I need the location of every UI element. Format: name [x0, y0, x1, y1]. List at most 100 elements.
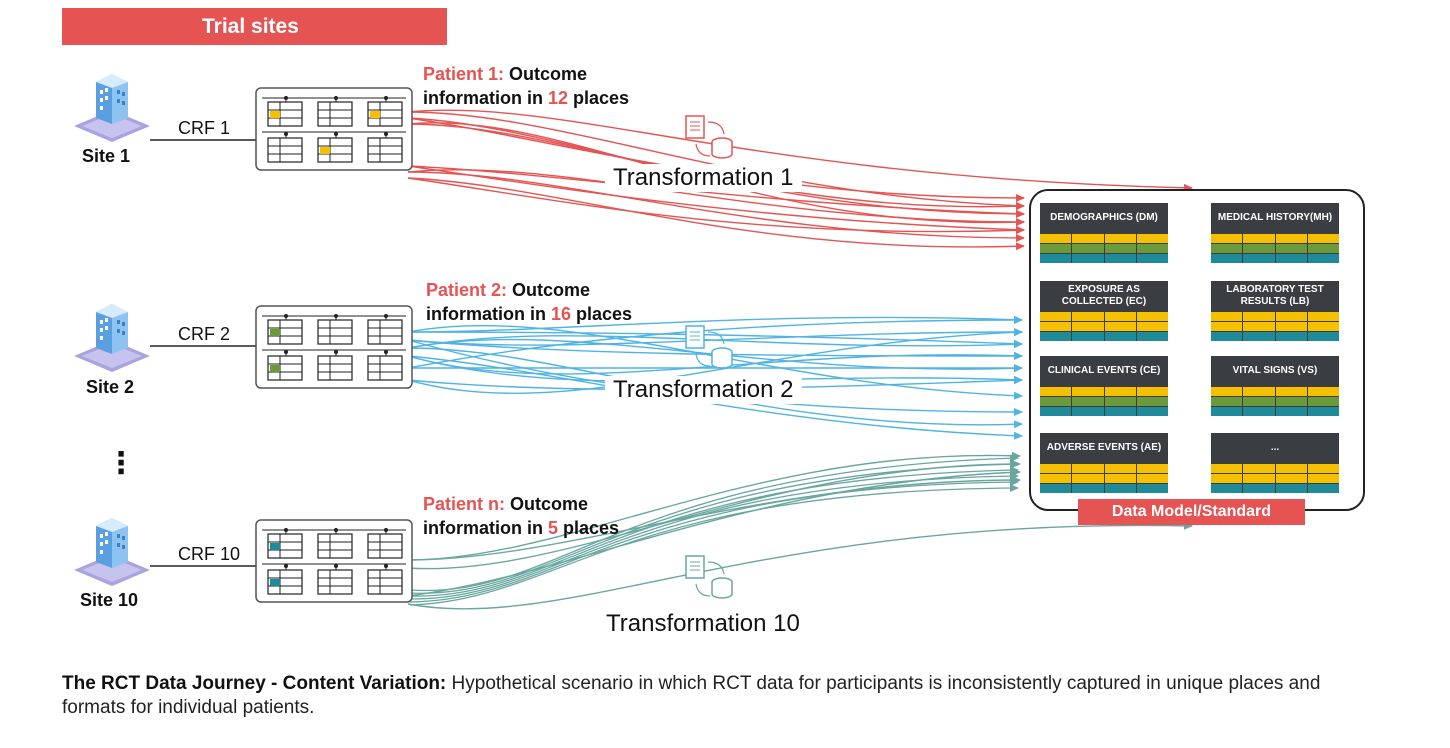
site-10-arrow — [407, 451, 1021, 561]
domain-card-cell — [1072, 244, 1105, 253]
domain-card-cell — [1137, 387, 1168, 396]
crf-form-icon — [317, 319, 353, 345]
transformation-2-label: Transformation 2 — [605, 376, 802, 404]
crf-form-icon — [267, 137, 303, 163]
domain-card-cell — [1211, 322, 1244, 331]
site-10-arrow — [407, 476, 1021, 561]
domain-card-cell — [1105, 474, 1137, 483]
domain-card-row — [1040, 233, 1168, 243]
cycle-arrow — [707, 331, 725, 345]
site-1-arrow — [407, 177, 1025, 251]
cycle-arrow — [707, 561, 725, 575]
domain-card-label: EXPOSURE AS COLLECTED (EC) — [1040, 281, 1168, 311]
patient-2-prefix: Patient 2: — [426, 280, 508, 300]
domain-card-cell — [1072, 474, 1105, 483]
domain-card-cell — [1072, 397, 1105, 406]
domain-card: LABORATORY TEST RESULTS (LB) — [1211, 281, 1339, 341]
patient-n-line2-pre: information in — [423, 518, 548, 538]
site-2-arrow — [407, 338, 1023, 373]
domain-card-cell — [1276, 407, 1308, 416]
crf-dot — [384, 350, 388, 354]
domain-card-cell — [1072, 254, 1105, 263]
site-2-label: Site 2 — [86, 377, 135, 397]
domain-card-cell — [1105, 322, 1137, 331]
domain-card-cell — [1211, 234, 1244, 243]
domain-card-cell — [1308, 484, 1339, 493]
domain-card-cell — [1072, 484, 1105, 493]
crf-dot — [284, 96, 288, 100]
domain-card-cell — [1040, 407, 1073, 416]
domain-card: MEDICAL HISTORY(MH) — [1211, 203, 1339, 263]
domain-card-cell — [1243, 244, 1276, 253]
domain-card-cell — [1072, 332, 1105, 341]
site-10-arrow — [409, 454, 1019, 592]
domain-card-cell — [1276, 474, 1308, 483]
patient-1-prefix: Patient 1: — [423, 64, 505, 84]
domain-card-row — [1211, 253, 1339, 263]
domain-card-cell — [1243, 464, 1276, 473]
domain-card: ... — [1211, 433, 1339, 493]
crf-dot — [284, 132, 288, 136]
patient-n-count: 5 — [548, 518, 559, 538]
domain-card-cell — [1211, 474, 1244, 483]
crf-dot — [334, 314, 338, 318]
domain-card-cell — [1243, 322, 1276, 331]
document-icon — [685, 115, 705, 139]
domain-card-cell — [1276, 397, 1308, 406]
domain-card: DEMOGRAPHICS (DM) — [1040, 203, 1168, 263]
domain-card-row — [1211, 473, 1339, 483]
domain-card-cell — [1137, 464, 1168, 473]
domain-card-cell — [1308, 474, 1339, 483]
cycle-arrow — [695, 353, 711, 367]
domain-card-cell — [1040, 484, 1073, 493]
domain-card-cell — [1040, 244, 1073, 253]
caption-title: The RCT Data Journey - Content Variation… — [62, 673, 447, 694]
domain-card-cell — [1137, 332, 1168, 341]
domain-card-cell — [1137, 254, 1168, 263]
banner-title: Trial sites — [202, 14, 299, 38]
domain-card-cell — [1137, 407, 1168, 416]
site-2-arrow — [407, 315, 1023, 333]
domain-card-label: CLINICAL EVENTS (CE) — [1040, 356, 1168, 386]
crf-form-icon — [317, 101, 353, 127]
caption-text: Hypothetical scenario in which RCT data … — [62, 673, 1321, 718]
domain-card-row — [1211, 311, 1339, 321]
domain-card-cell — [1211, 484, 1244, 493]
domain-card-cell — [1040, 387, 1073, 396]
domain-card: EXPOSURE AS COLLECTED (EC) — [1040, 281, 1168, 341]
domain-card-cell — [1308, 464, 1339, 473]
patient-1-line1: Outcome — [504, 64, 588, 84]
domain-card-cell — [1105, 254, 1137, 263]
domain-card-label: ADVERSE EVENTS (AE) — [1040, 433, 1168, 463]
site-10-arrow — [409, 466, 1019, 597]
domain-card-cell — [1137, 244, 1168, 253]
crf-dot — [334, 96, 338, 100]
patient-n-line1: Outcome — [505, 494, 589, 514]
trial-sites-banner: Trial sites — [62, 8, 447, 45]
transformation-2-icon — [685, 325, 733, 369]
crf-2-label: CRF 2 — [178, 324, 231, 344]
patient-2-line2-post: places — [571, 304, 633, 324]
crf-highlight-cell — [270, 111, 280, 118]
domain-card-row — [1040, 253, 1168, 263]
patient-1-count: 12 — [548, 88, 569, 108]
patient-n-prefix: Patient n: — [423, 494, 506, 514]
crf-form-icon — [367, 569, 403, 595]
domain-card-cell — [1040, 254, 1073, 263]
domain-card-row — [1040, 311, 1168, 321]
patient-2-text: Patient 2: Outcome information in 16 pla… — [426, 278, 632, 326]
domain-card-cell — [1105, 332, 1137, 341]
crf-highlight-cell — [370, 111, 380, 118]
domain-card-row — [1211, 406, 1339, 416]
domain-card: VITAL SIGNS (VS) — [1211, 356, 1339, 416]
domain-card-cell — [1040, 332, 1073, 341]
crf-dot — [384, 314, 388, 318]
domain-card-row — [1211, 463, 1339, 473]
domain-card-cell — [1137, 312, 1168, 321]
patient-1-line2-pre: information in — [423, 88, 548, 108]
domain-card-cell — [1276, 484, 1308, 493]
domain-card-row — [1040, 243, 1168, 253]
transformation-10-label: Transformation 10 — [598, 610, 808, 638]
domain-card-row — [1040, 321, 1168, 331]
crf-dot — [334, 132, 338, 136]
